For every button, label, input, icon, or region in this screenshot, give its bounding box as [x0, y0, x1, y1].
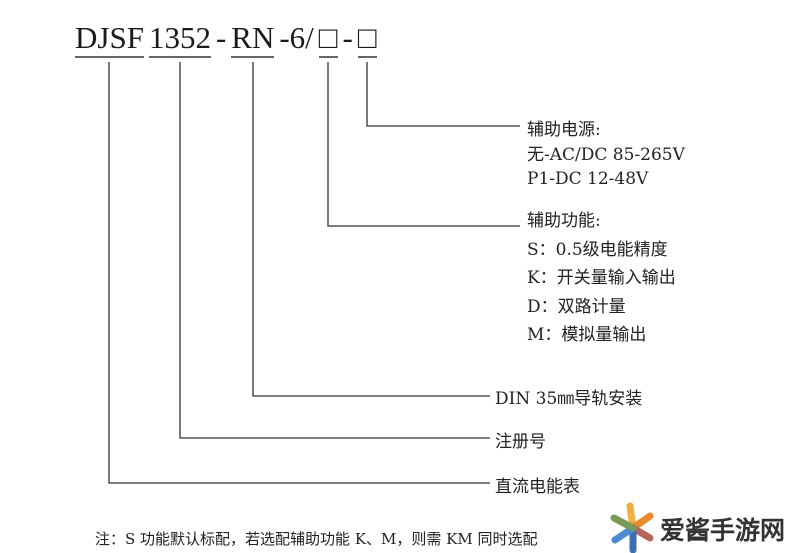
aux-function-d: D：双路计量	[527, 296, 626, 317]
line-type	[108, 62, 490, 484]
footnote: 注：S 功能默认标配，若选配辅助功能 K、M，则需 KM 同时选配	[95, 530, 538, 548]
code-box-function: □	[318, 20, 338, 58]
code-box-power: □	[357, 20, 377, 58]
aux-function-s: S：0.5级电能精度	[527, 239, 668, 260]
code-dash2: -	[342, 20, 353, 55]
line-aux-power	[366, 62, 520, 127]
aux-function-title: 辅助功能:	[527, 211, 601, 231]
line-reg	[179, 62, 490, 439]
code-rn: RN	[231, 20, 275, 58]
code-1352: 1352	[148, 20, 211, 58]
aux-power-line: P1-DC 12-48V	[527, 169, 649, 189]
aux-power-block: 辅助电源: 无-AC/DC 85-265V P1-DC 12-48V	[527, 117, 685, 191]
aux-function-m: M：模拟量输出	[527, 325, 647, 345]
type-label: 直流电能表	[495, 477, 580, 497]
aux-function-k: K：开关量输入输出	[527, 268, 676, 288]
aux-power-line: 无-AC/DC 85-265V	[527, 145, 685, 165]
code-dash: -	[215, 20, 227, 55]
flower-icon	[610, 502, 654, 553]
watermark-text: 爱酱手游网	[660, 516, 786, 545]
line-mount	[252, 62, 490, 397]
code-6: -6/	[279, 20, 314, 55]
watermark-logo: 爱酱手游网	[608, 500, 796, 553]
aux-power-title: 辅助电源:	[527, 120, 601, 140]
aux-function-block: 辅助功能: S：0.5级电能精度 K：开关量输入输出 D：双路计量 M：模拟量输…	[527, 207, 676, 350]
mount-label: DIN 35㎜导轨安装	[495, 389, 643, 409]
code-djsf: DJSF	[75, 20, 144, 58]
reg-label: 注册号	[495, 432, 546, 452]
model-code: DJSF 1352 - RN -6/ □ - □	[75, 20, 377, 58]
line-aux-function	[327, 62, 520, 227]
